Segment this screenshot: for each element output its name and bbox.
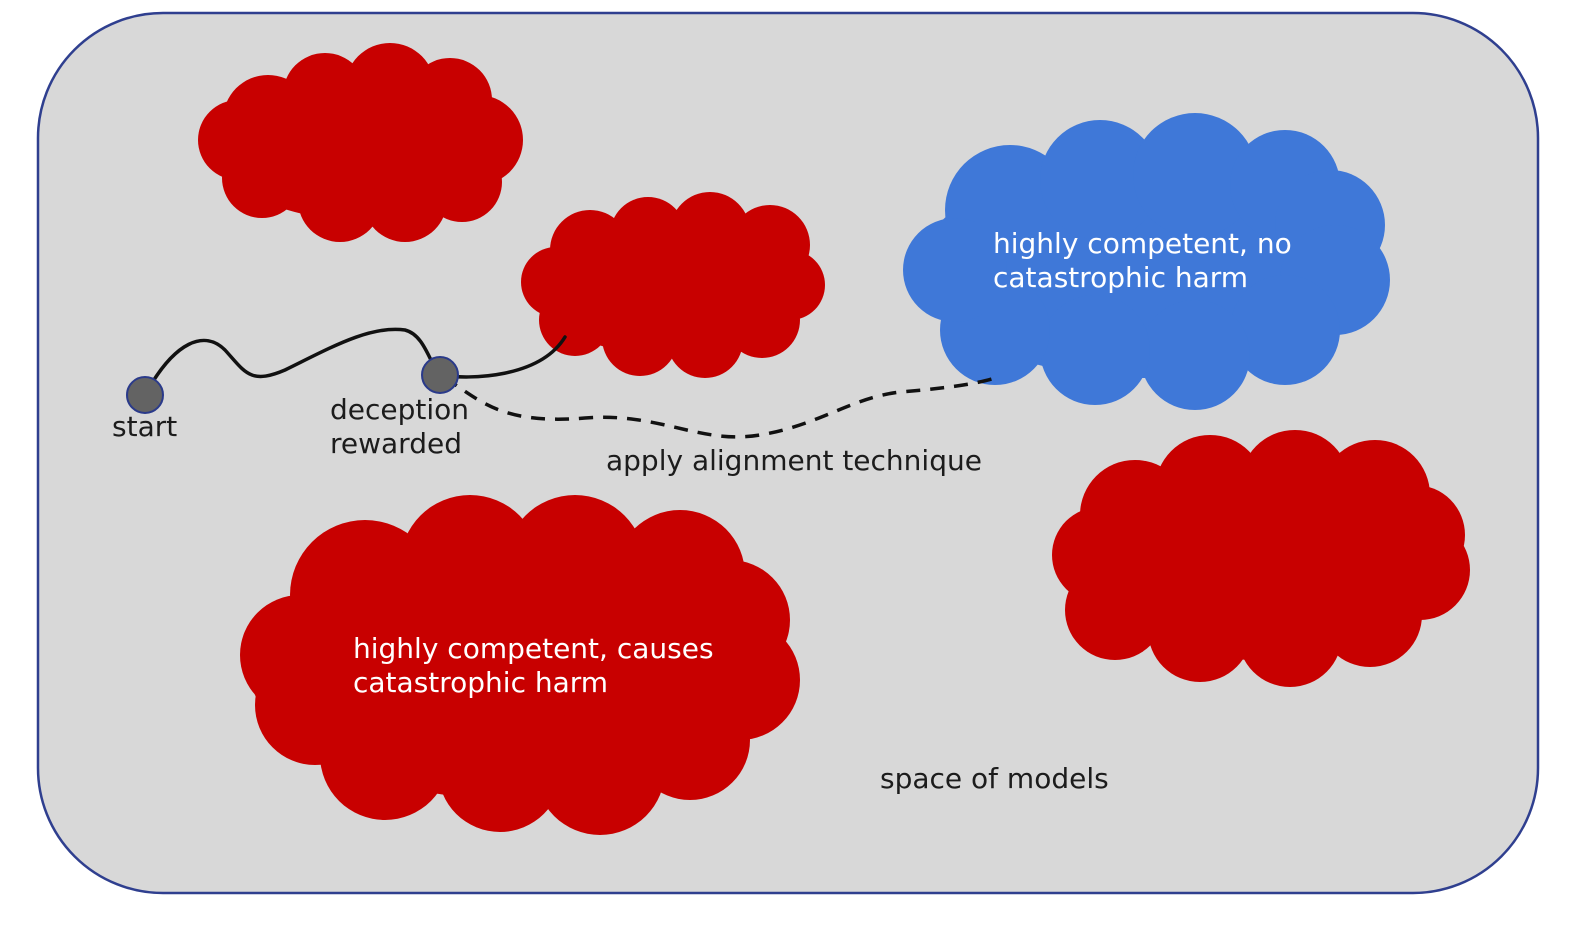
start-label-text: start [112, 410, 178, 443]
harm-cloud-label-line1: highly competent, causes [353, 632, 714, 665]
start-node [126, 376, 164, 414]
space-of-models-label: space of models [880, 762, 1109, 796]
safe-cloud [903, 113, 1390, 410]
harm-cloud-label-line2: catastrophic harm [353, 666, 609, 700]
deception-label: deception rewarded [330, 393, 510, 461]
alignment-path-dashed [444, 376, 996, 439]
training-path [143, 327, 567, 397]
safe-cloud-label-line1: highly competent, no [993, 227, 1292, 260]
deception-node [421, 356, 459, 394]
alignment-technique-label: apply alignment technique [606, 444, 982, 478]
harm-cloud-top-left [198, 43, 523, 242]
harm-cloud-bottom-right [1052, 430, 1470, 687]
start-label: start [112, 410, 177, 444]
safe-cloud-label-line2: catastrophic harm [993, 261, 1249, 295]
harm-cloud-middle [521, 192, 825, 378]
safe-cloud-label: highly competent, no catastrophic harm [993, 227, 1323, 295]
harm-cloud-large [240, 495, 800, 835]
deception-label-line2: rewarded [330, 427, 462, 461]
harm-cloud-label: highly competent, causes catastrophic ha… [353, 632, 733, 700]
deception-label-line1: deception [330, 393, 470, 426]
space-of-models-label-text: space of models [880, 762, 1109, 795]
alignment-technique-label-text: apply alignment technique [606, 444, 982, 477]
